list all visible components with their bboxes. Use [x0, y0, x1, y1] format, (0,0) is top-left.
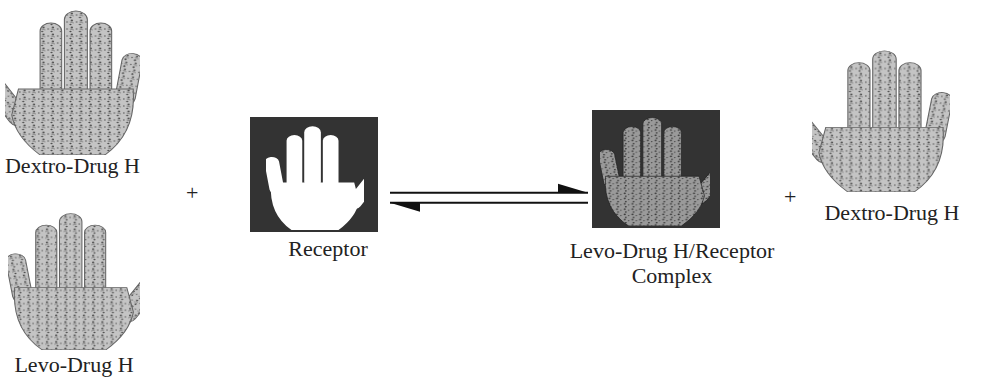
hand-figure	[0, 11, 144, 155]
node-caption: Levo-Drug H	[14, 352, 133, 377]
node-caption: Receptor	[288, 236, 367, 261]
node-caption: Dextro-Drug H	[5, 153, 140, 178]
node-caption: Dextro-Drug H	[824, 200, 959, 225]
hand-figure	[5, 214, 167, 350]
complex-box: Levo-Drug H/Receptor Complex	[592, 110, 720, 228]
receptor-site	[263, 126, 384, 230]
node-caption: Levo-Drug H/Receptor Complex	[542, 238, 802, 289]
equilibrium-arrow	[390, 184, 588, 212]
half-arrowhead	[558, 184, 588, 193]
plus-sign: +	[784, 186, 796, 208]
drug-hand: Levo-Drug H	[8, 208, 140, 350]
hand-figure	[597, 118, 732, 226]
hand-figure	[784, 51, 954, 192]
plus-sign: +	[186, 182, 198, 204]
drug-hand: Dextro-Drug H	[5, 5, 140, 155]
drug-hand: Dextro-Drug H	[812, 45, 950, 192]
half-arrowhead	[390, 203, 420, 212]
receptor-box: Receptor	[250, 117, 378, 232]
